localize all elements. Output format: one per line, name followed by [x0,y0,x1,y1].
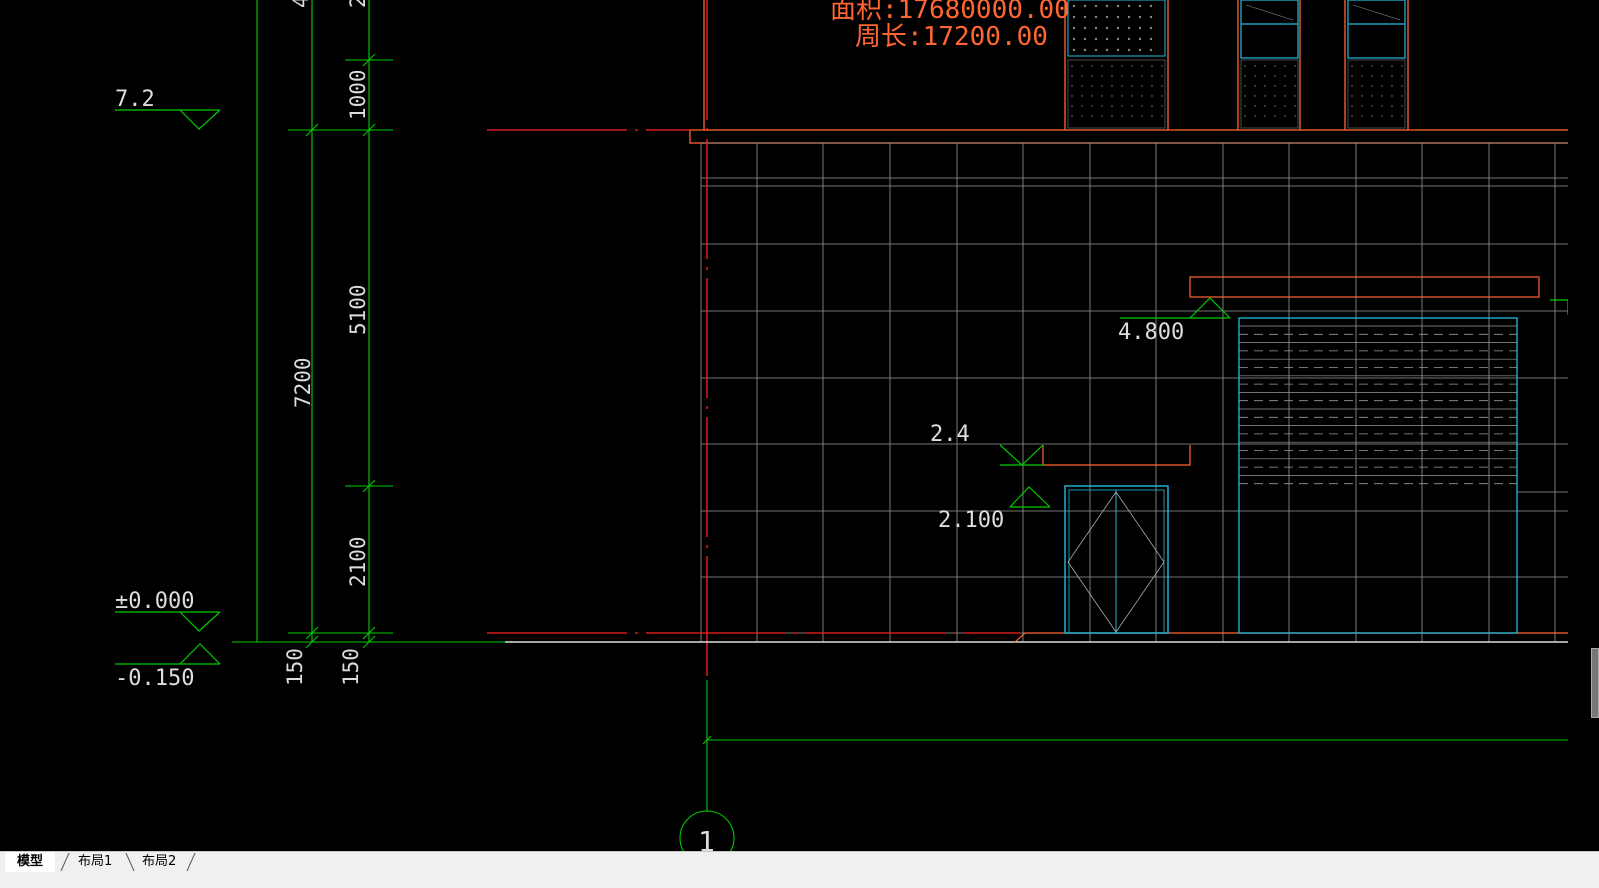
rolling-shutter [1238,317,1518,634]
level-ground-text: ±0.000 [115,589,194,614]
tab-model[interactable]: 模型 [5,852,56,872]
level-canopy-left-text: 2.4 [930,422,970,447]
area-annotation: 面积:17680000.00 [830,0,1070,25]
dim-mid: 5100 [346,284,370,335]
level-below-text: -0.150 [115,666,194,691]
dim-plinth-b: 150 [339,648,363,686]
upper-windows [1240,0,1406,59]
dim-lower: 2100 [346,536,370,587]
canopy-left [1042,445,1191,466]
level-door-head-text: 2.100 [938,508,1004,533]
dim-total: 7200 [291,357,315,408]
dimension-lines [232,0,1568,851]
dim-plinth-a: 150 [283,648,307,686]
level-canopy-right-text: 4.800 [1118,320,1184,345]
level-roof-text: 7.2 [115,87,155,112]
vertical-scrollbar-thumb[interactable] [1591,648,1599,718]
drawing-canvas[interactable]: 7.2 ±0.000 -0.150 2.4 2.100 4.800 4 2 10… [0,0,1568,851]
entrance-door [1064,485,1169,634]
grid-axis-label: 1 [698,825,715,851]
dim-upper: 1000 [346,69,370,120]
tab-layout1[interactable]: 布局1 [78,854,113,869]
facade-tile-grid [700,142,1568,642]
ground-line [505,632,1568,643]
axis-lines [487,0,1020,680]
right-scroll-area[interactable] [1568,0,1599,851]
upper-wall [689,0,1568,144]
dim-top-clip-a: 4 [289,0,313,8]
dim-top-clip-b: 2 [346,0,370,8]
perimeter-annotation: 周长:17200.00 [855,22,1048,52]
tab-layout2[interactable]: 布局2 [142,854,177,869]
canopy-right [1189,276,1540,298]
layout-tab-bar: 模型 布局1 布局2 [0,851,1599,888]
upper-hatch-panels [1067,0,1406,129]
level-marks [115,109,1568,665]
